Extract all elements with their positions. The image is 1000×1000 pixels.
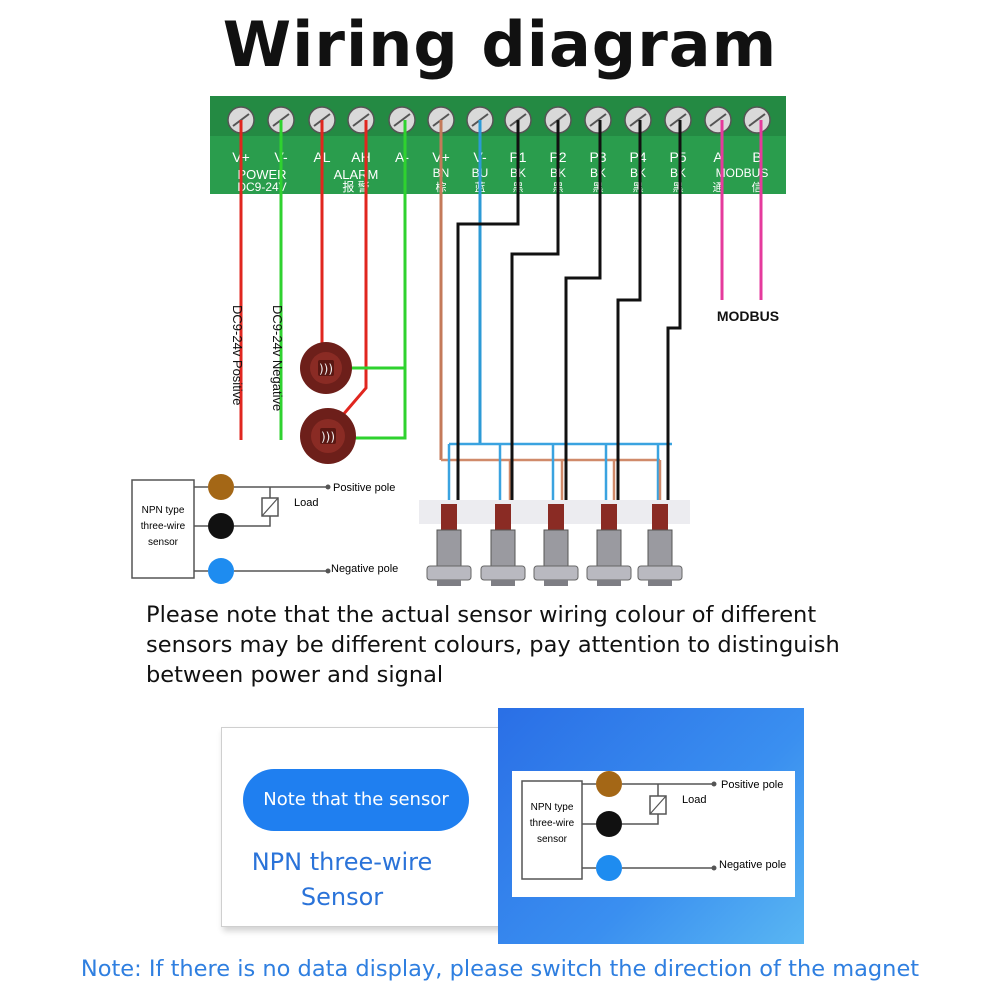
svg-text:sensor: sensor [148,537,179,548]
buzzer-icon: ))) [300,342,352,394]
npn-sensor-label: NPN three-wire Sensor [251,848,433,911]
terminal-screw [347,106,375,134]
terminal-screw [584,106,612,134]
proximity-sensor-icon [419,500,479,586]
negative-wire-label: DC9-24v Negative [270,305,285,411]
svg-text:NPN type: NPN type [531,802,574,813]
terminal-block: V+V-ALAHA-V+BN棕V-BU蓝P1BK黑P2BK黑P3BK黑P4BK黑… [210,96,786,194]
svg-text:three-wire: three-wire [530,818,575,829]
svg-text:Positive pole: Positive pole [721,779,783,791]
magnet-direction-note: Note: If there is no data display, pleas… [80,956,920,982]
page-title: Wiring diagram [222,8,778,81]
buzzer-icon: ))) [300,408,356,464]
terminal-screw [388,106,416,134]
svg-text:Positive pole: Positive pole [333,482,395,494]
pin-label: P4 [629,149,646,165]
proximity-sensor-icon [579,500,639,586]
brown-dot [208,474,234,500]
terminal-screw [664,106,692,134]
black-dot [208,513,234,539]
pin-label: A- [395,149,409,165]
pin-label: A [713,149,723,165]
sensor-diagram-card: NPN type three-wire sensor Load Positive… [498,708,804,944]
npn-legend: NPN type three-wire sensor Load Positive… [131,474,398,584]
terminal-screw [624,106,652,134]
pin-label: B [752,149,761,165]
modbus-label: MODBUS [717,308,779,324]
svg-text:Negative pole: Negative pole [719,859,786,871]
pin-sublabel: BK [630,166,646,180]
svg-text:))): ))) [319,362,333,376]
svg-text:sensor: sensor [537,834,568,845]
note-sensor-pill: Note that the sensor [243,769,469,831]
svg-text:Load: Load [294,497,318,509]
terminal-screw [704,106,732,134]
pin-sublabel: BK [670,166,686,180]
proximity-sensor-icon [630,500,690,586]
proximity-sensor-icon [526,500,586,586]
positive-wire-label: DC9-24v Positive [230,305,245,405]
svg-text:))): ))) [321,430,335,444]
pin-cn-label: 黑 [673,181,684,194]
alarm-cn: 报 警 [342,179,369,194]
signal-wires [456,120,682,520]
pin-label: P3 [589,149,606,165]
svg-text:Load: Load [682,794,706,806]
sensor-wiring-note: Please note that the actual sensor wirin… [146,602,840,688]
terminal-top [210,96,786,136]
pin-cn-label: 通 [713,181,724,194]
group-modbus: MODBUS [716,166,769,180]
pin-sublabel: BK [590,166,606,180]
pin-cn-label: 信 [752,181,763,194]
proximity-sensor-icon [473,500,533,586]
pin-cn-label: 黑 [593,181,604,194]
blue-dot [208,558,234,584]
terminal-screw [743,106,771,134]
pin-label: AH [351,149,370,165]
alarm-aminus-wire [340,120,407,440]
wiring-diagram: V+V-ALAHA-V+BN棕V-BU蓝P1BK黑P2BK黑P3BK黑P4BK黑… [131,96,786,586]
power-sub: DC9-24V [237,180,286,194]
svg-text:NPN type: NPN type [142,505,185,516]
pin-cn-label: 黑 [633,181,644,194]
group-power: POWER [237,167,286,182]
pin-label: P5 [669,149,686,165]
svg-text:Negative pole: Negative pole [331,563,398,575]
svg-text:three-wire: three-wire [141,521,186,532]
